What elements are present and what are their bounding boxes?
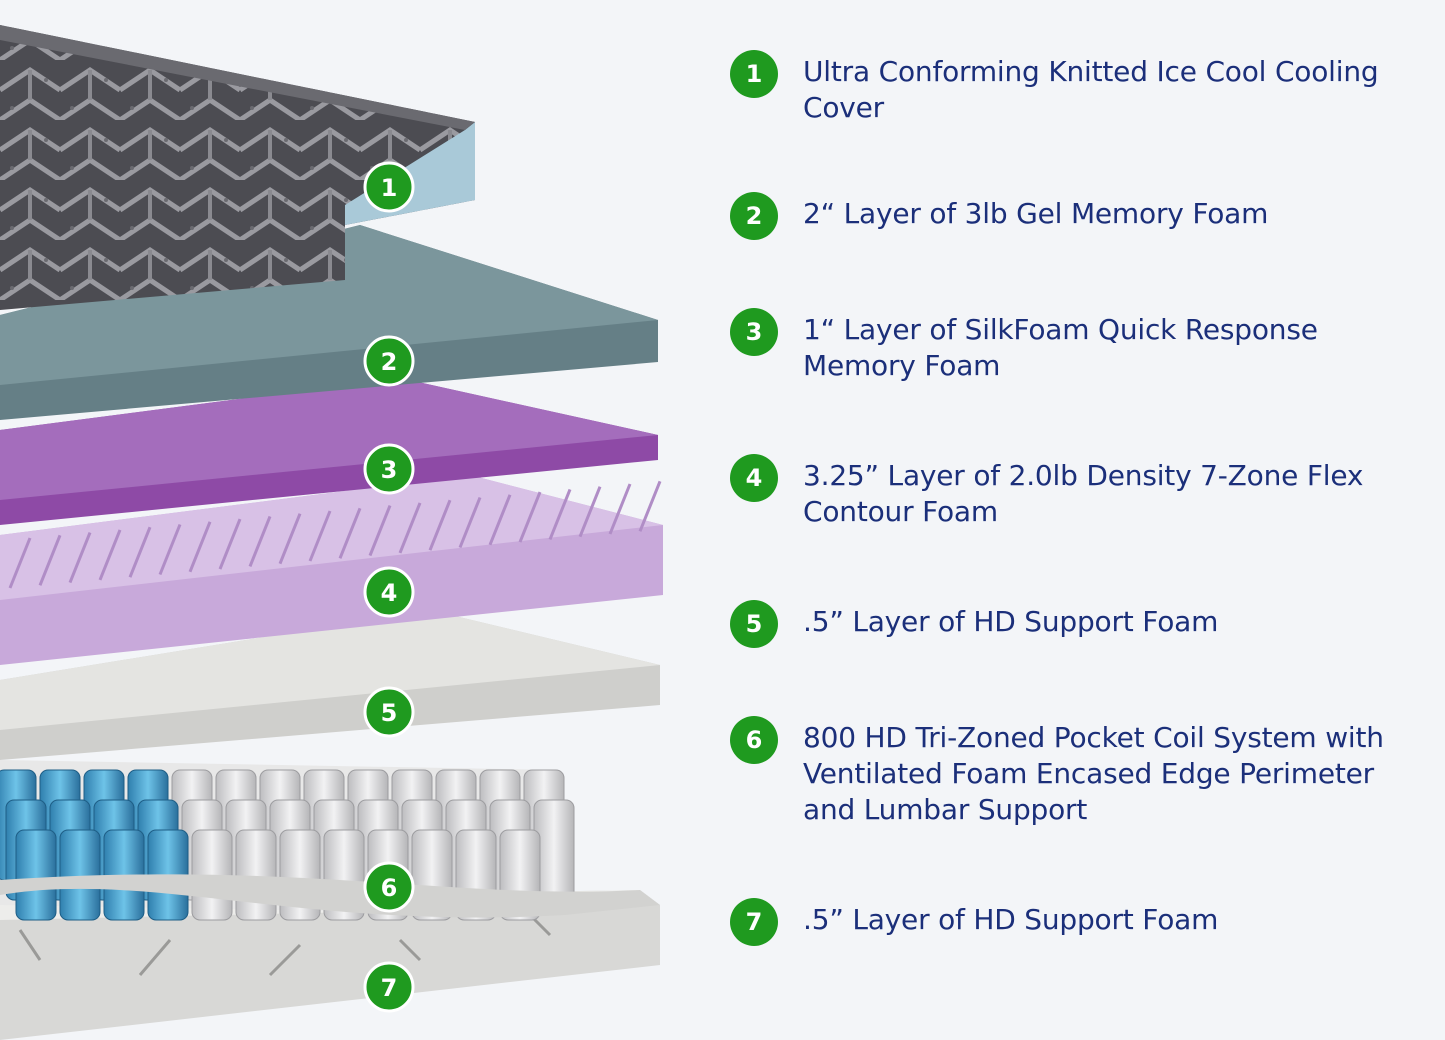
number-badge: 3 (730, 308, 778, 356)
foam-groove (578, 486, 602, 538)
foam-groove (338, 507, 362, 559)
foam-groove (8, 537, 32, 589)
illustration-badge-5: 5 (363, 686, 415, 738)
svg-text:4: 4 (381, 579, 398, 607)
blue-coil (59, 829, 101, 921)
illustration-badge-3: 3 (363, 443, 415, 495)
illustration-badge-1: 1 (363, 161, 415, 213)
illustration-badge-6: 6 (363, 861, 415, 913)
illustration-badge-7: 7 (363, 961, 415, 1013)
foam-groove (518, 491, 542, 543)
foam-groove (368, 505, 392, 557)
foam-groove (38, 534, 62, 586)
support-foam-layer (0, 610, 660, 760)
number-badge: 6 (730, 716, 778, 764)
number-badge: 5 (730, 600, 778, 648)
svg-text:5: 5 (381, 699, 398, 727)
foam-groove (308, 510, 332, 562)
layer-description: Ultra Conforming Knitted Ice Cool Coolin… (803, 55, 1379, 124)
layer-description: 800 HD Tri-Zoned Pocket Coil System with… (803, 721, 1384, 826)
foam-groove (278, 513, 302, 565)
number-badge: 1 (730, 50, 778, 98)
svg-text:1: 1 (381, 174, 398, 202)
foam-groove (398, 502, 422, 554)
number-badge: 2 (730, 192, 778, 240)
contour-foam-layer (0, 475, 663, 665)
blue-coil (15, 829, 57, 921)
layer-description: 2“ Layer of 3lb Gel Memory Foam (803, 197, 1269, 230)
foam-groove (68, 532, 92, 584)
layer-description: 1“ Layer of SilkFoam Quick Response Memo… (803, 313, 1318, 382)
foam-groove (428, 499, 452, 551)
number-badge: 4 (730, 454, 778, 502)
foam-groove (128, 526, 152, 578)
foam-groove (548, 488, 572, 540)
illustration-badge-2: 2 (363, 335, 415, 387)
pocket-coil-layer (0, 760, 660, 921)
gel-foam-layer (0, 225, 658, 420)
foam-groove (158, 523, 182, 576)
illustration-badge-4: 4 (363, 566, 415, 618)
foam-groove (638, 480, 662, 532)
silkfoam-layer (0, 378, 658, 525)
coil (235, 829, 277, 921)
layer-description: .5” Layer of HD Support Foam (803, 903, 1219, 936)
foam-groove (98, 529, 122, 581)
number-badge: 7 (730, 898, 778, 946)
svg-text:3: 3 (381, 456, 398, 484)
foam-groove (218, 518, 242, 570)
foam-groove (488, 494, 512, 546)
svg-text:2: 2 (381, 348, 398, 376)
svg-text:6: 6 (381, 874, 398, 902)
foam-groove (608, 483, 632, 535)
layer-description: .5” Layer of HD Support Foam (803, 605, 1219, 638)
foam-groove (188, 521, 212, 573)
mattress-illustration: 1 2 3 4 5 6 7 (0, 25, 663, 1040)
foam-groove (248, 515, 272, 567)
layer-description: 3.25” Layer of 2.0lb Density 7-Zone Flex… (803, 459, 1364, 528)
foam-groove (458, 496, 482, 549)
svg-text:7: 7 (381, 974, 398, 1002)
